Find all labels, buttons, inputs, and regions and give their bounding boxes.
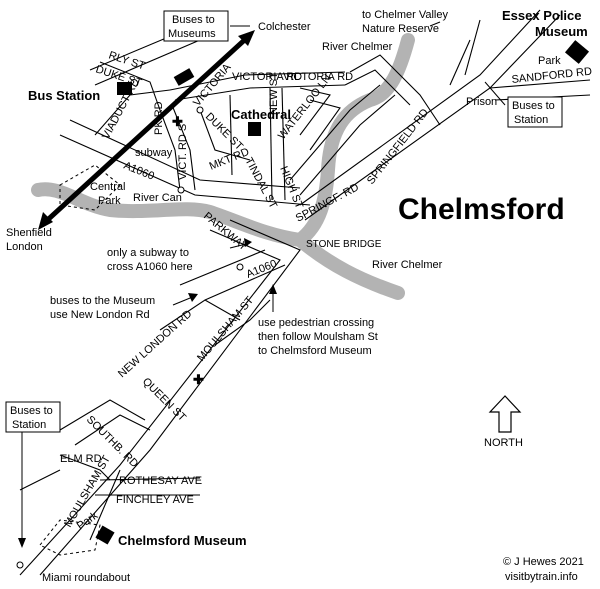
credit-line-2: visitbytrain.info (505, 571, 578, 583)
note-museum-bus-2: use New London Rd (50, 309, 150, 321)
label-colchester: Colchester (258, 21, 311, 33)
label-prison: Prison (466, 96, 497, 108)
buses-to-museums-box (163, 10, 229, 42)
label-stone-bridge: STONE BRIDGE (306, 239, 382, 250)
label-river-chelmer-mid: River Chelmer (372, 259, 443, 271)
label-cathedral: Cathedral (231, 107, 291, 122)
label-river-chelmer-top: River Chelmer (322, 41, 393, 53)
bus-station-building (117, 82, 132, 95)
rail-arrow-north (238, 30, 255, 46)
roundabout-icon (196, 106, 204, 114)
north-arrow-icon (488, 395, 522, 433)
label-central-park-2: Park (98, 195, 121, 207)
arrow-head (188, 293, 198, 302)
road-new-st: NEW ST (268, 72, 280, 115)
note-buses-to-museums-2: Museums (168, 28, 216, 40)
note-buses-to-station-right-1: Buses to (512, 100, 555, 112)
label-chelmer-valley-1: to Chelmer Valley (362, 9, 448, 21)
label-central-park-1: Central (90, 181, 125, 193)
road-moulsham-st: MOULSHAM ST (195, 294, 256, 364)
arrow-head (244, 238, 252, 247)
label-essex-police-1: Essex Police (502, 8, 582, 23)
note-subway-2: cross A1060 here (107, 261, 193, 273)
road-elm-rd: ELM RD (60, 453, 102, 465)
rail-arrow-south (38, 212, 53, 230)
station-building (173, 68, 195, 86)
footpath-central-park (59, 164, 121, 211)
road-springfield-rd: SPRINGFIELD RD (365, 107, 431, 187)
label-chelmsford-museum: Chelmsford Museum (118, 533, 247, 548)
label-miami-roundabout: Miami roundabout (42, 572, 130, 584)
roundabout-icon (177, 186, 185, 194)
chelmsford-museum-building (95, 525, 115, 545)
arrow-head (18, 538, 26, 548)
label-bus-station: Bus Station (28, 88, 100, 103)
note-buses-to-station-left-2: Station (12, 419, 46, 431)
label-subway: subway (135, 147, 173, 159)
note-crossing-1: use pedestrian crossing (258, 317, 374, 329)
arrow-head (269, 284, 277, 294)
label-chelmer-valley-2: Nature Reserve (362, 23, 439, 35)
note-buses-to-museums-1: Buses to (172, 14, 215, 26)
note-crossing-2: then follow Moulsham St (258, 331, 378, 343)
river-chelmer (293, 33, 415, 300)
note-buses-to-station-right-2: Station (514, 114, 548, 126)
credit-line-1: © J Hewes 2021 (503, 556, 584, 568)
road-a1060-w: A1060 (122, 160, 156, 183)
label-shenfield-2: London (6, 241, 43, 253)
road-vict-rd-s: VICT. RD S (177, 124, 189, 180)
note-museum-bus-1: buses to the Museum (50, 295, 155, 307)
essex-police-museum-building (564, 40, 590, 64)
cathedral-building (248, 122, 261, 136)
road-queen-st: QUEEN ST (140, 376, 188, 424)
town-title: Chelmsford (398, 193, 565, 226)
roundabout-icon (236, 263, 244, 271)
church-icon-cathedral: ✚ (172, 114, 183, 129)
road-finchley-ave: FINCHLEY AVE (116, 494, 194, 506)
road-victoria-rd: VICTORIA RD (232, 71, 302, 83)
road-a1060-e: A1060 (245, 258, 279, 281)
pointer-arrows (21, 21, 506, 540)
road-network (19, 9, 591, 576)
label-essex-police-2: Museum (535, 24, 588, 39)
note-subway-1: only a subway to (107, 247, 189, 259)
road-victoria-rd-e: VICTORIA RD (283, 71, 353, 83)
railway-line (40, 33, 252, 227)
church-icon-moulsham: ✚ (193, 372, 204, 387)
note-buses-to-station-left-1: Buses to (10, 405, 53, 417)
label-river-can: River Can (133, 192, 182, 204)
label-park-top: Park (538, 55, 561, 67)
label-shenfield-1: Shenfield (6, 227, 52, 239)
buses-to-station-right-box (507, 96, 563, 128)
roundabout-icon (16, 561, 24, 569)
road-rothesay-ave: ROTHESAY AVE (119, 475, 202, 487)
note-crossing-3: to Chelmsford Museum (258, 345, 372, 357)
road-pk-rd: PK RD (153, 101, 165, 135)
buses-to-station-left-box (5, 401, 61, 433)
compass-label: NORTH (484, 437, 523, 449)
